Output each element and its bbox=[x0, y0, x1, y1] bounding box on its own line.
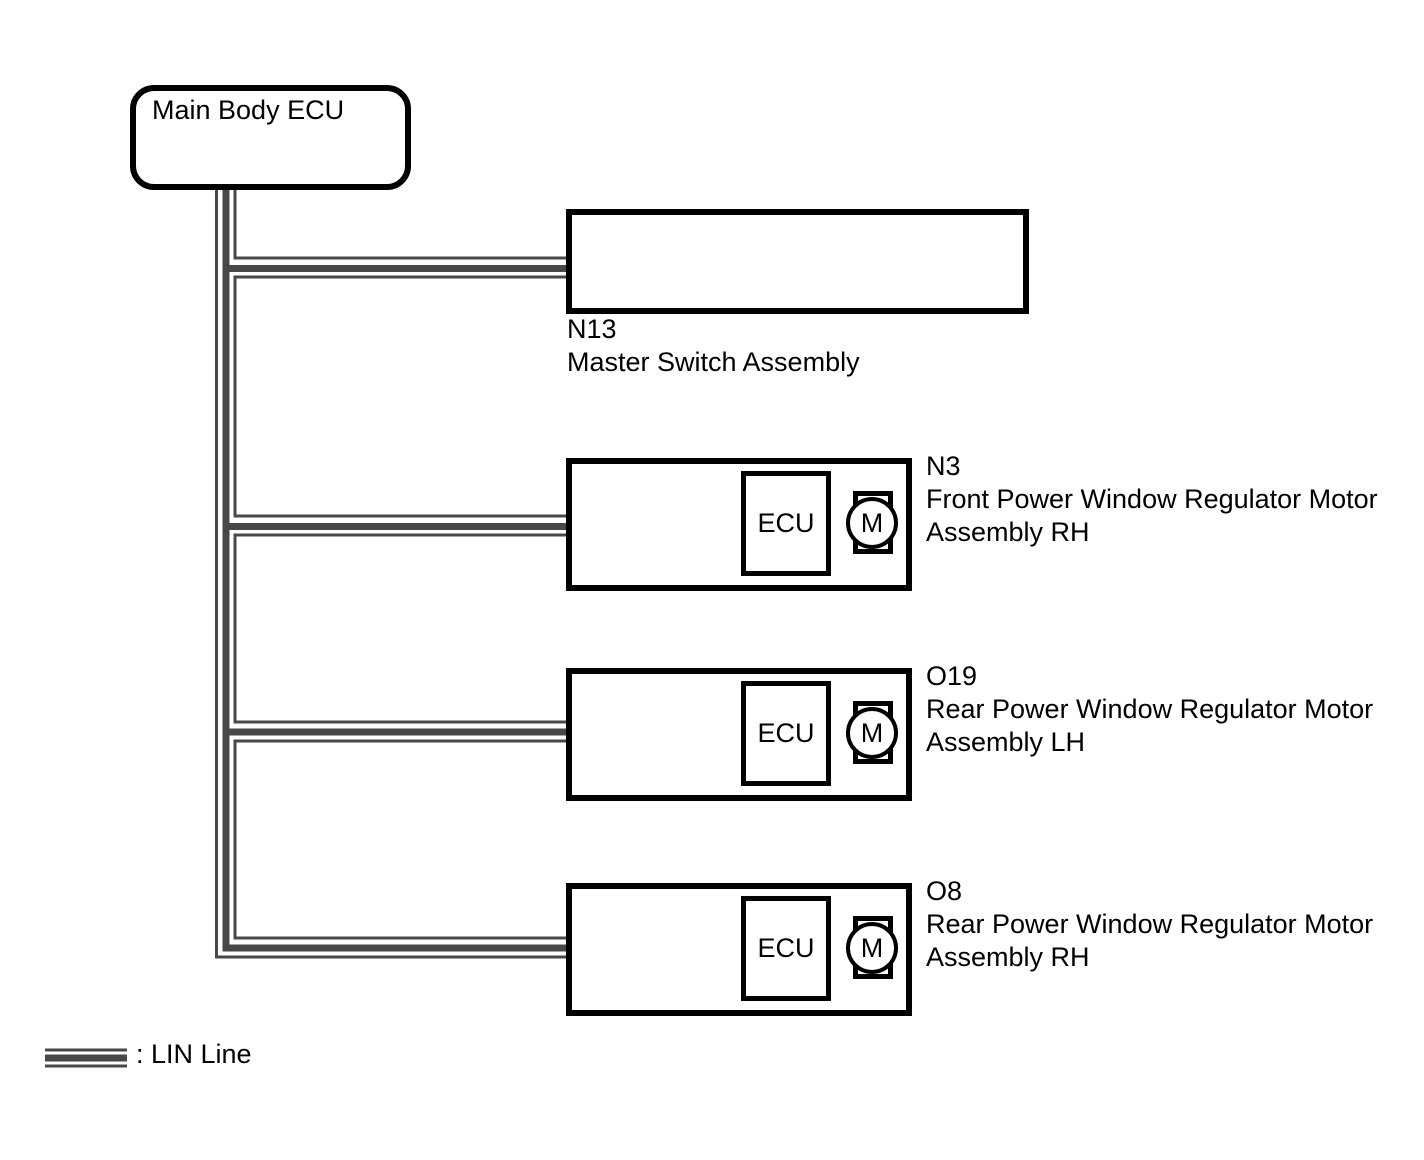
motor-assembly-box-n3: ECU M bbox=[566, 458, 912, 591]
node-description-line2: Assembly RH bbox=[926, 517, 1090, 547]
motor-label: M bbox=[860, 507, 884, 538]
motor-circle: M bbox=[846, 707, 898, 759]
main-body-ecu-box: Main Body ECU bbox=[130, 85, 411, 190]
lin-trunk-thin-right-4 bbox=[233, 739, 566, 940]
node-code: O19 bbox=[926, 661, 978, 691]
master-switch-label: N13 Master Switch Assembly bbox=[567, 313, 860, 379]
node-description-line2: Assembly RH bbox=[926, 942, 1090, 972]
motor-circle: M bbox=[846, 497, 898, 549]
node-code: N3 bbox=[926, 451, 961, 481]
main-body-ecu-label: Main Body ECU bbox=[152, 95, 345, 125]
node-description-line1: Rear Power Window Regulator Motor bbox=[926, 694, 1374, 724]
ecu-box: ECU bbox=[741, 681, 831, 786]
lin-line-legend-symbol bbox=[45, 1048, 127, 1068]
motor-assembly-box-o8: ECU M bbox=[566, 883, 912, 1016]
node-label-o8: O8 Rear Power Window Regulator Motor Ass… bbox=[926, 875, 1373, 974]
ecu-label: ECU bbox=[757, 718, 815, 748]
lin-trunk-thin-right-3 bbox=[233, 533, 566, 724]
lin-trunk-thin-right-2 bbox=[233, 275, 566, 518]
node-label-o19: O19 Rear Power Window Regulator Motor As… bbox=[926, 660, 1373, 759]
node-description-line1: Front Power Window Regulator Motor bbox=[926, 484, 1378, 514]
node-description: Master Switch Assembly bbox=[567, 347, 860, 377]
node-label-n3: N3 Front Power Window Regulator Motor As… bbox=[926, 450, 1378, 549]
ecu-box: ECU bbox=[741, 471, 831, 576]
lin-trunk-thin-left bbox=[215, 186, 566, 959]
legend-label: : LIN Line bbox=[136, 1039, 252, 1069]
lin-trunk-thick bbox=[222, 186, 566, 952]
node-description-line2: Assembly LH bbox=[926, 727, 1086, 757]
motor-circle: M bbox=[846, 922, 898, 974]
motor-label: M bbox=[860, 717, 884, 748]
motor-label: M bbox=[860, 932, 884, 963]
node-code: O8 bbox=[926, 876, 963, 906]
master-switch-box bbox=[566, 209, 1029, 314]
ecu-label: ECU bbox=[757, 508, 815, 538]
node-description-line1: Rear Power Window Regulator Motor bbox=[926, 909, 1374, 939]
lin-trunk-thin-right-1 bbox=[233, 186, 566, 260]
ecu-label: ECU bbox=[757, 933, 815, 963]
node-code: N13 bbox=[567, 314, 617, 344]
ecu-box: ECU bbox=[741, 896, 831, 1001]
motor-assembly-box-o19: ECU M bbox=[566, 668, 912, 801]
